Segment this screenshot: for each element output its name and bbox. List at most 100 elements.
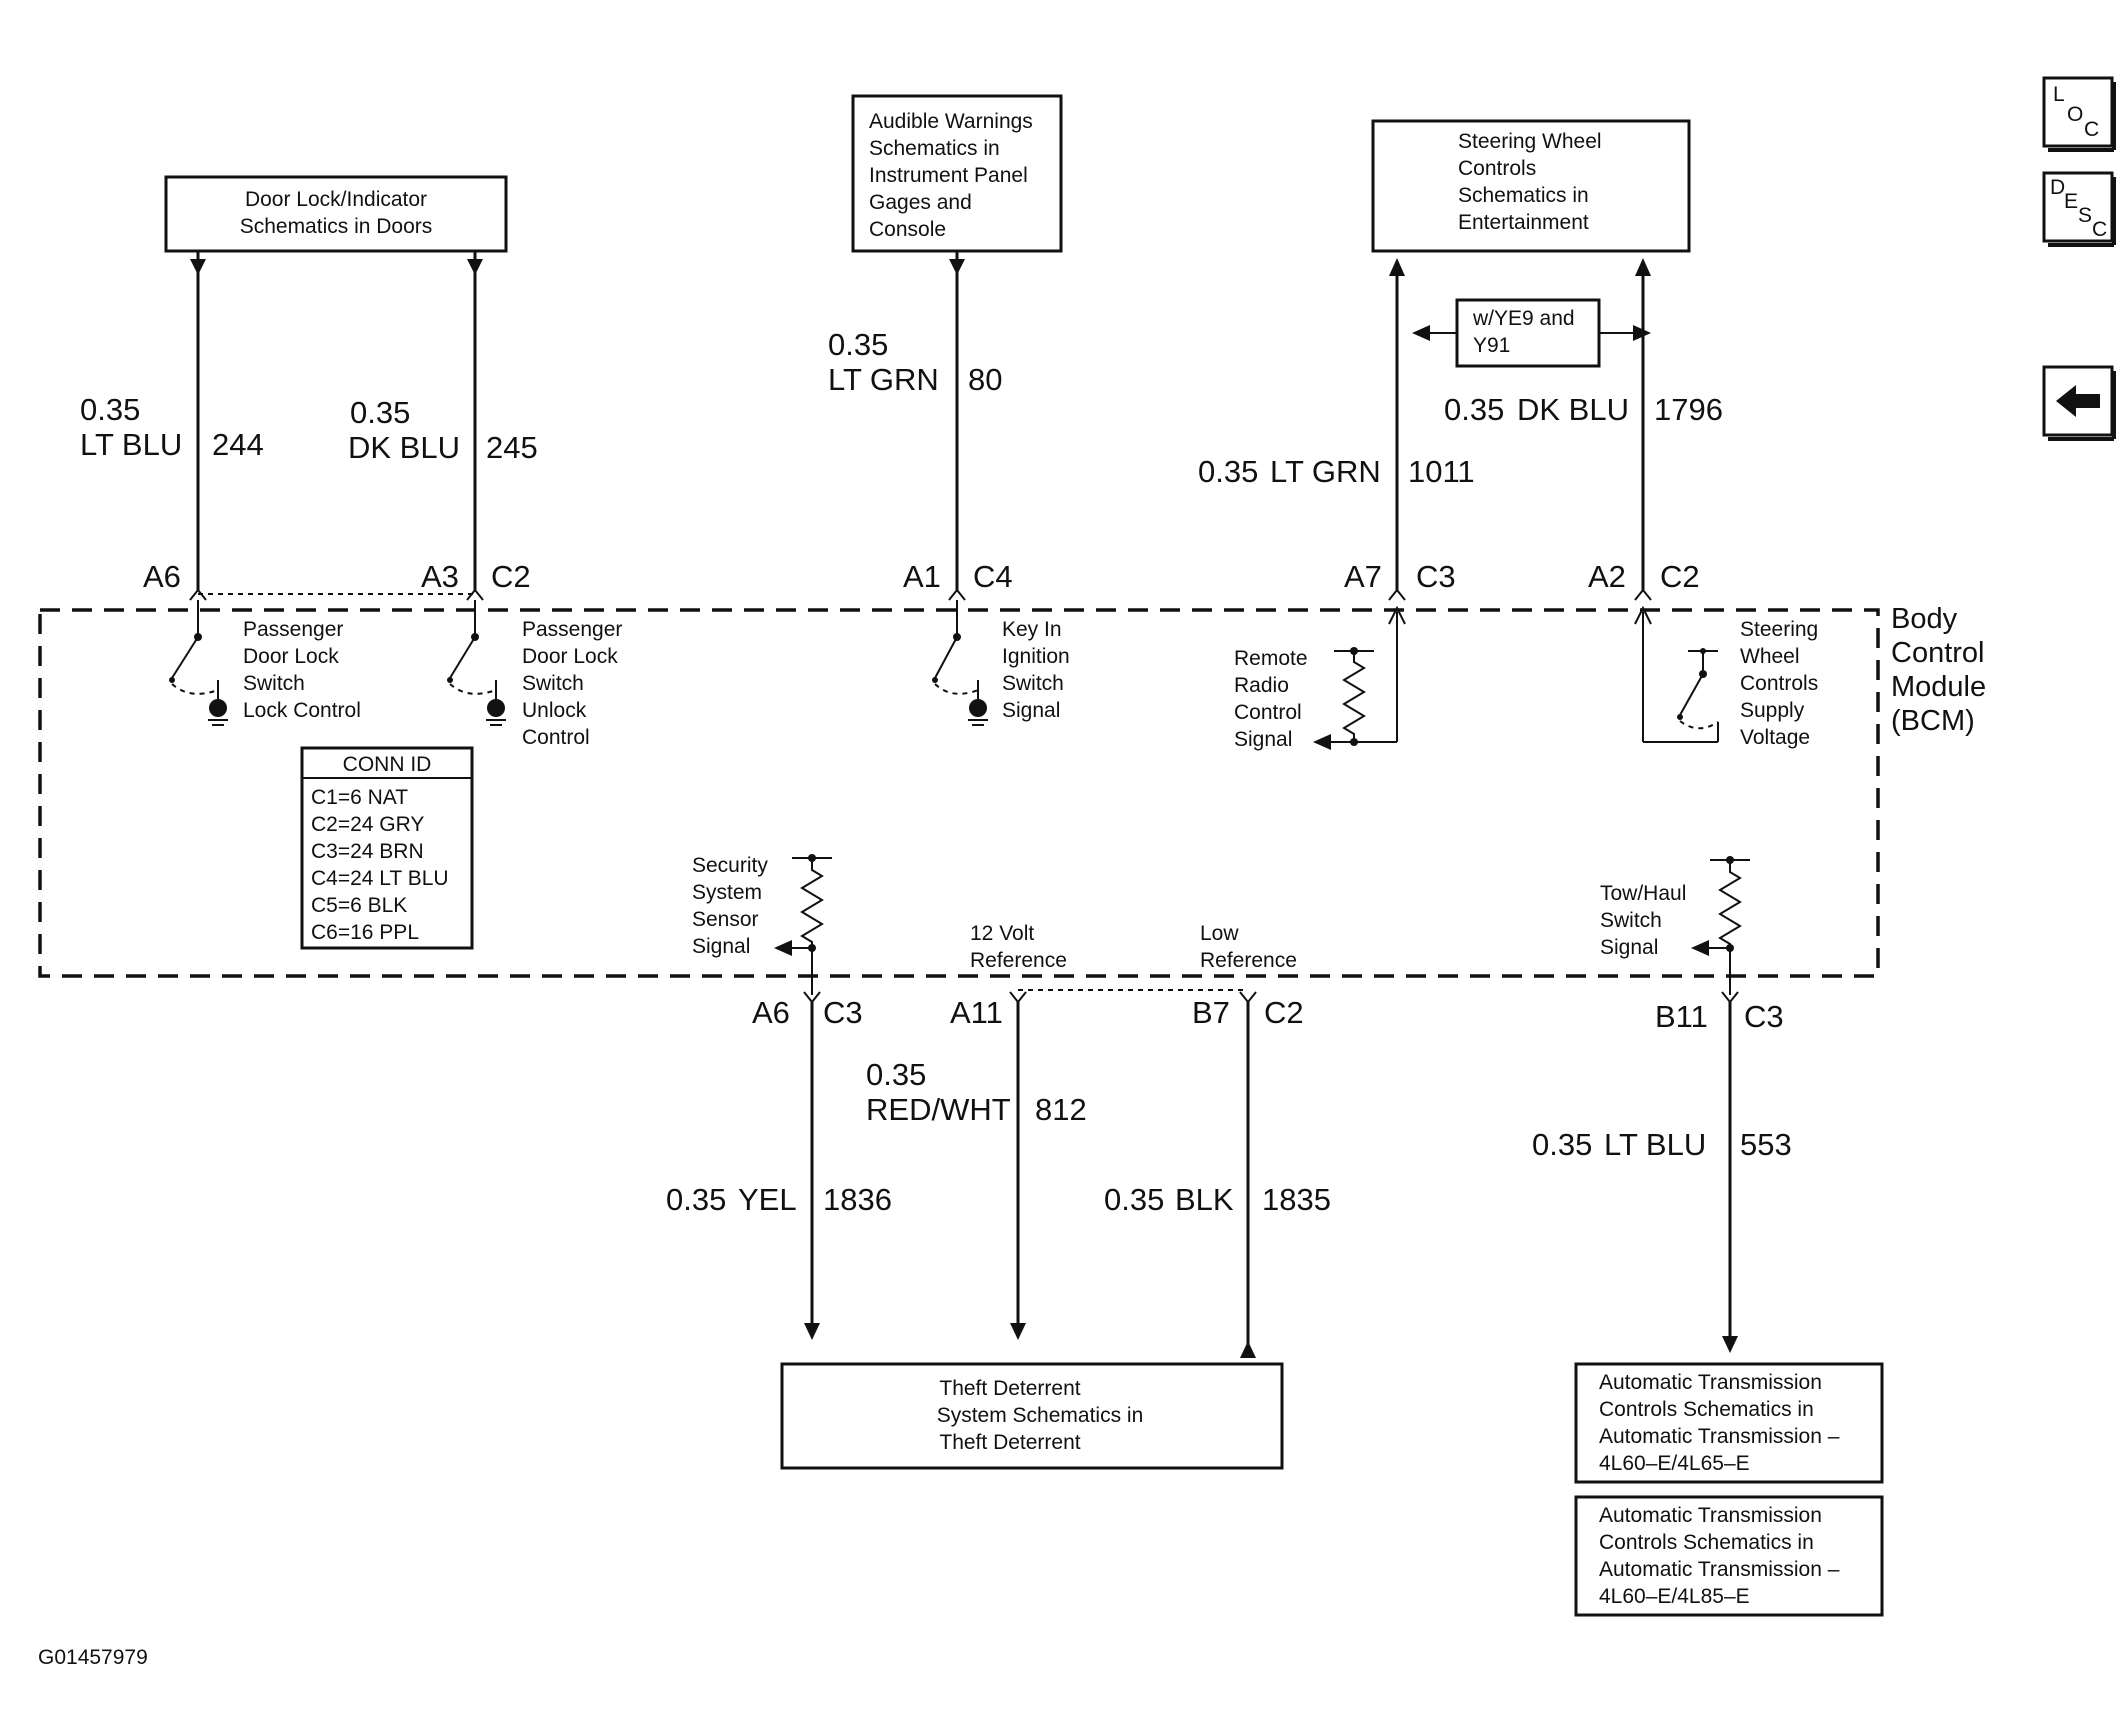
bcm-outline [38,608,1880,978]
steering-wheel-controls-schematics-box[interactable]: Steering Wheel Controls Schematics in En… [1371,119,1691,253]
wire-gauge: 0.35 [350,395,410,430]
loc-letter: O [2067,103,2083,126]
component-text: Ignition [1002,645,1070,668]
component-text: Reference [1200,949,1297,972]
component-text: Switch [522,672,584,695]
component-text: Door Lock [522,645,618,668]
box-text: Gages and [869,191,972,214]
loc-button[interactable]: L O C [2042,76,2116,152]
box-text: Y91 [1473,334,1510,357]
resistor-security-sensor [774,854,832,995]
auto-trans-schematics-box-1[interactable]: Automatic Transmission Controls Schemati… [1574,1362,1884,1484]
auto-trans-schematics-box-2[interactable]: Automatic Transmission Controls Schemati… [1574,1495,1884,1617]
component-text: Passenger [243,618,343,641]
component-text: Signal [1002,699,1060,722]
wire-1796: 0.35 DK BLU 1796 A2 C2 [1444,258,1723,594]
box-text: Automatic Transmission – [1599,1558,1840,1581]
wire-circuit: 245 [486,430,538,465]
wire-gauge: 0.35 [80,392,140,427]
wire-gauge: 0.35 [1444,392,1504,427]
component-text: Control [522,726,590,749]
label-key-in-ignition: Key In Ignition Switch Signal [1002,618,1070,722]
wire-pin: B7 [1192,995,1230,1030]
conn-id-title: CONN ID [343,753,432,776]
wire-gauge: 0.35 [828,327,888,362]
wire-pin: A11 [950,995,1003,1030]
theft-deterrent-schematics-box[interactable]: Theft Deterrent System Schematics in The… [780,1362,1284,1470]
wire-color: LT GRN [1270,454,1381,489]
component-text: Steering [1740,618,1818,641]
wire-1836: A6 C3 0.35 YEL 1836 [666,995,892,1340]
box-text: Audible Warnings [869,110,1033,133]
bcm-label-line: (BCM) [1891,705,1975,737]
component-text: Radio [1234,674,1289,697]
box-text: Theft Deterrent [939,1431,1080,1454]
component-text: Voltage [1740,726,1810,749]
component-text: 12 Volt [970,922,1034,945]
wire-color: DK BLU [348,430,460,465]
box-text: Automatic Transmission – [1599,1425,1840,1448]
conn-id-row: C5=6 BLK [311,894,407,917]
wire-connector: C4 [973,559,1013,594]
component-text: Sensor [692,908,759,931]
door-lock-schematics-box[interactable]: Door Lock/Indicator Schematics in Doors [164,175,508,253]
component-text: Control [1234,701,1302,724]
box-text: Automatic Transmission [1599,1504,1822,1527]
wire-color: LT GRN [828,362,939,397]
component-text: Switch [1002,672,1064,695]
resistor-remote-radio [1313,605,1406,750]
conn-id-table: CONN ID C1=6 NAT C2=24 GRY C3=24 BRN C4=… [300,746,474,950]
component-text: Remote [1234,647,1308,670]
switch-steering-supply [1634,605,1719,743]
wire-circuit: 553 [1740,1127,1792,1162]
wire-circuit: 812 [1035,1092,1087,1127]
bcm-label-line: Body [1891,603,1958,635]
wire-color: LT BLU [80,427,182,462]
wire-color: LT BLU [1604,1127,1706,1162]
label-low-reference: Low Reference [1200,922,1297,972]
box-text: Schematics in [1458,184,1589,207]
box-text: Schematics in Doors [240,215,433,238]
bcm-label-line: Module [1891,671,1986,703]
label-tow-haul: Tow/Haul Switch Signal [1600,882,1686,959]
component-text: Signal [1600,936,1658,959]
wire-gauge: 0.35 [1104,1182,1164,1217]
component-text: System [692,881,762,904]
box-text: Schematics in [869,137,1000,160]
resistor-tow-haul [1691,856,1750,995]
switch-passenger-lock [169,600,228,726]
wire-color: YEL [738,1182,797,1217]
component-text: Reference [970,949,1067,972]
conn-id-row: C3=24 BRN [311,840,424,863]
label-12-volt-reference: 12 Volt Reference [970,922,1067,972]
desc-letter: E [2064,190,2078,213]
label-passenger-lock: Passenger Door Lock Switch Lock Control [243,618,361,722]
conn-id-row: C1=6 NAT [311,786,408,809]
back-button[interactable] [2042,365,2116,441]
wire-connector: C2 [491,559,531,594]
left-arrow-icon [2056,385,2100,417]
component-text: Controls [1740,672,1818,695]
wire-gauge: 0.35 [866,1057,926,1092]
wire-244: 0.35 LT BLU 244 A6 [80,251,264,594]
wire-gauge: 0.35 [666,1182,726,1217]
component-text: Door Lock [243,645,339,668]
wire-gauge: 0.35 [1198,454,1258,489]
wire-color: DK BLU [1517,392,1629,427]
label-passenger-unlock: Passenger Door Lock Switch Unlock Contro… [522,618,622,749]
wire-pin: A6 [143,559,181,594]
component-text: Signal [692,935,750,958]
box-text: Controls [1458,157,1536,180]
wire-80: 0.35 LT GRN 80 A1 C4 [828,251,1013,594]
audible-warnings-schematics-box[interactable]: Audible Warnings Schematics in Instrumen… [851,94,1063,253]
component-text: Wheel [1740,645,1800,668]
bcm-label-line: Control [1891,637,1985,669]
component-text: Tow/Haul [1600,882,1686,905]
box-text: Entertainment [1458,211,1589,234]
desc-button[interactable]: D E S C [2042,171,2116,247]
box-text: w/YE9 and [1472,307,1575,330]
box-text: 4L60–E/4L85–E [1599,1585,1750,1608]
component-text: Lock Control [243,699,361,722]
wire-connector: C2 [1264,995,1304,1030]
box-text: Automatic Transmission [1599,1371,1822,1394]
